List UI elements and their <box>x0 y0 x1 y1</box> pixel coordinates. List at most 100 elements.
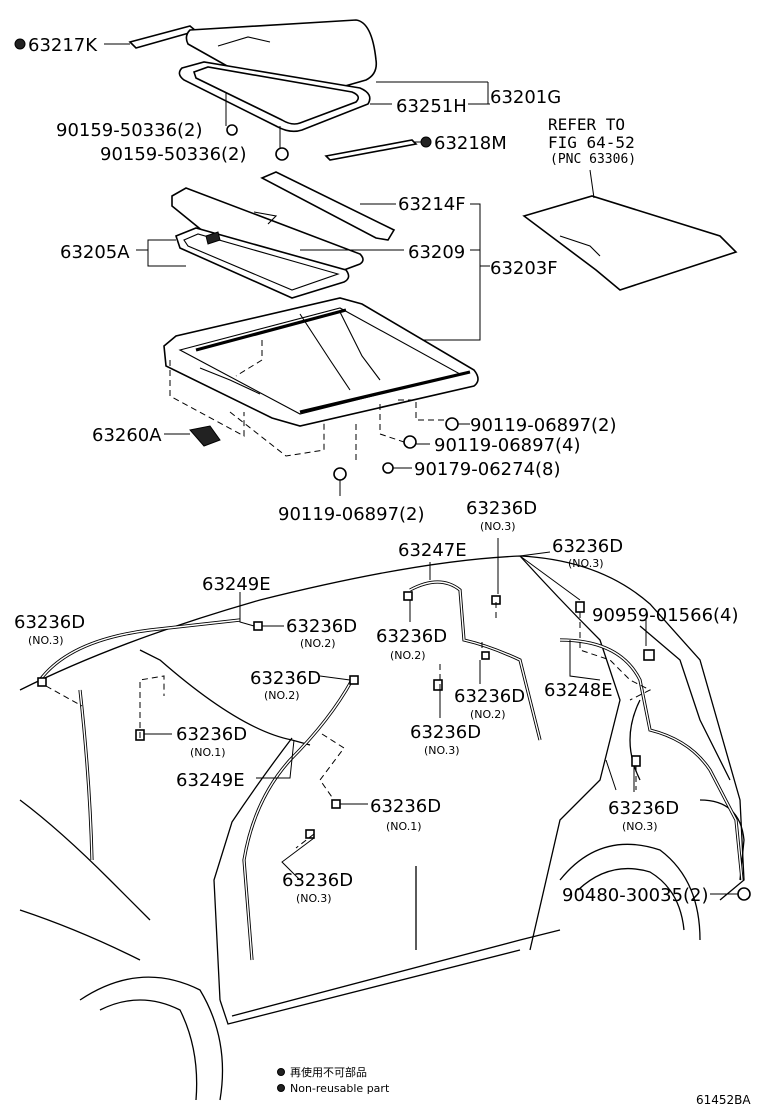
label-63249E-b: 63249E <box>176 770 245 791</box>
sublabel-no3-top2: (NO.3) <box>568 557 604 570</box>
bumper-line <box>19 909 141 961</box>
nonreusable-63218M-icon <box>420 136 432 148</box>
rocker-sill <box>231 929 561 1017</box>
clamp-rr <box>631 755 641 767</box>
sunroof-glass-group <box>104 19 490 161</box>
nut-90179 <box>382 462 394 474</box>
sublabel-no3-top: (NO.3) <box>480 520 516 533</box>
leader-reference <box>589 169 595 199</box>
leader-63248E <box>569 640 601 681</box>
drain-hose-63248E-inner <box>559 639 743 881</box>
bolt-90119-b <box>403 435 417 449</box>
c-pillar <box>629 699 641 781</box>
sublabel-no2-c1: (NO.2) <box>390 649 426 662</box>
label-63236D-mid: 63236D <box>454 686 525 707</box>
label-63249E-a: 63249E <box>202 574 271 595</box>
legend-jp-icon <box>277 1068 285 1076</box>
sublabel-no3-rr: (NO.3) <box>622 820 658 833</box>
leader-63249E-a <box>239 592 255 627</box>
hood-line <box>19 799 151 921</box>
label-63236D-n3b: 63236D <box>282 870 353 891</box>
label-63236D-top: 63236D <box>466 498 537 519</box>
label-63201G: 63201G <box>490 87 561 108</box>
leader-63205A-a <box>136 239 176 251</box>
label-63236D-left: 63236D <box>14 612 85 633</box>
frame-63205A-inner <box>183 233 340 291</box>
sublabel-no1-n1b: (NO.1) <box>386 820 422 833</box>
rear-window <box>639 625 731 781</box>
glass-reflection <box>217 36 271 47</box>
housing-rail-rear <box>299 370 471 414</box>
guide-body-1 <box>45 685 83 707</box>
label-63205A: 63205A <box>60 242 130 263</box>
label-90159-a: 90159-50336(2) <box>56 120 203 141</box>
label-63236D-c1: 63236D <box>376 626 447 647</box>
guide-body-4 <box>295 833 315 849</box>
label-63251H: 63251H <box>396 96 467 117</box>
clip-63205A <box>205 231 221 245</box>
label-90159-b: 90159-50336(2) <box>100 144 247 165</box>
headliner-panel <box>522 195 738 291</box>
headliner-detail <box>559 235 601 257</box>
label-63236D-n2: 63236D <box>250 668 321 689</box>
label-63218M: 63218M <box>434 133 507 154</box>
frame-63205A <box>175 227 350 299</box>
label-63236D-n1b: 63236D <box>370 796 441 817</box>
housing-side <box>199 367 261 395</box>
leader-63205A-b <box>147 250 186 267</box>
leader-63249E-b <box>256 739 295 779</box>
drain-hose-63249E-down-inner <box>79 689 93 861</box>
label-63260A: 63260A <box>92 425 162 446</box>
housing-cable <box>339 311 381 381</box>
seal-frame-inner <box>192 66 360 125</box>
leader-n2 <box>319 675 351 681</box>
clamp-top2 <box>575 601 585 613</box>
bolt-90159-b <box>275 147 289 161</box>
sublabel-no3-left: (NO.3) <box>28 634 64 647</box>
label-63236D-r2a: 63236D <box>286 616 357 637</box>
housing-frame-group <box>163 297 479 496</box>
guide-right-2 <box>398 399 446 421</box>
label-63217K: 63217K <box>28 35 98 56</box>
guide-body-2 <box>139 675 165 738</box>
rail-63214F <box>260 171 396 241</box>
label-63203F: 63203F <box>490 258 558 279</box>
rocker-lower <box>219 949 521 1025</box>
roof-outline <box>19 555 745 901</box>
reference-line-2: FIG 64-52 <box>548 133 635 152</box>
sublabel-no2-n2: (NO.2) <box>264 689 300 702</box>
bracket-63201G <box>470 82 489 105</box>
motor-63260A <box>189 425 221 447</box>
clip-90959 <box>643 649 655 661</box>
label-90959: 90959-01566(4) <box>592 605 739 626</box>
vehicle-body-group <box>19 538 751 1101</box>
headliner-panel-group <box>522 169 738 291</box>
grommet-90480 <box>737 887 751 901</box>
sunshade-bracket <box>253 211 278 225</box>
clamp-n1b <box>331 799 341 809</box>
housing-rail-front <box>195 308 347 352</box>
rear-wheel <box>577 867 685 931</box>
clamp-c1 <box>403 591 413 601</box>
clamp-left <box>37 677 47 687</box>
illustration-id: 61452BA <box>696 1093 751 1107</box>
label-63248E: 63248E <box>544 680 613 701</box>
leader-rr <box>605 759 617 791</box>
housing-frame-63203F <box>163 297 479 427</box>
legend-en-icon <box>277 1084 285 1092</box>
legend-english: Non-reusable part <box>290 1082 390 1095</box>
label-63247E: 63247E <box>398 540 467 561</box>
label-63236D-rr: 63236D <box>608 798 679 819</box>
sublabel-no2-mid: (NO.2) <box>470 708 506 721</box>
bolt-90119-c <box>333 467 347 481</box>
guide-body-7 <box>579 612 652 701</box>
housing-cable-2 <box>299 313 351 391</box>
clamp-r2a <box>253 621 263 631</box>
sublabel-no3-c2: (NO.3) <box>424 744 460 757</box>
label-90480: 90480-30035(2) <box>562 885 709 906</box>
label-63236D-top2: 63236D <box>552 536 623 557</box>
label-90119-c: 90119-06897(2) <box>278 504 425 525</box>
legend-japanese: 再使用不可部品 <box>290 1065 367 1079</box>
rear-wheel-arch <box>559 843 701 941</box>
